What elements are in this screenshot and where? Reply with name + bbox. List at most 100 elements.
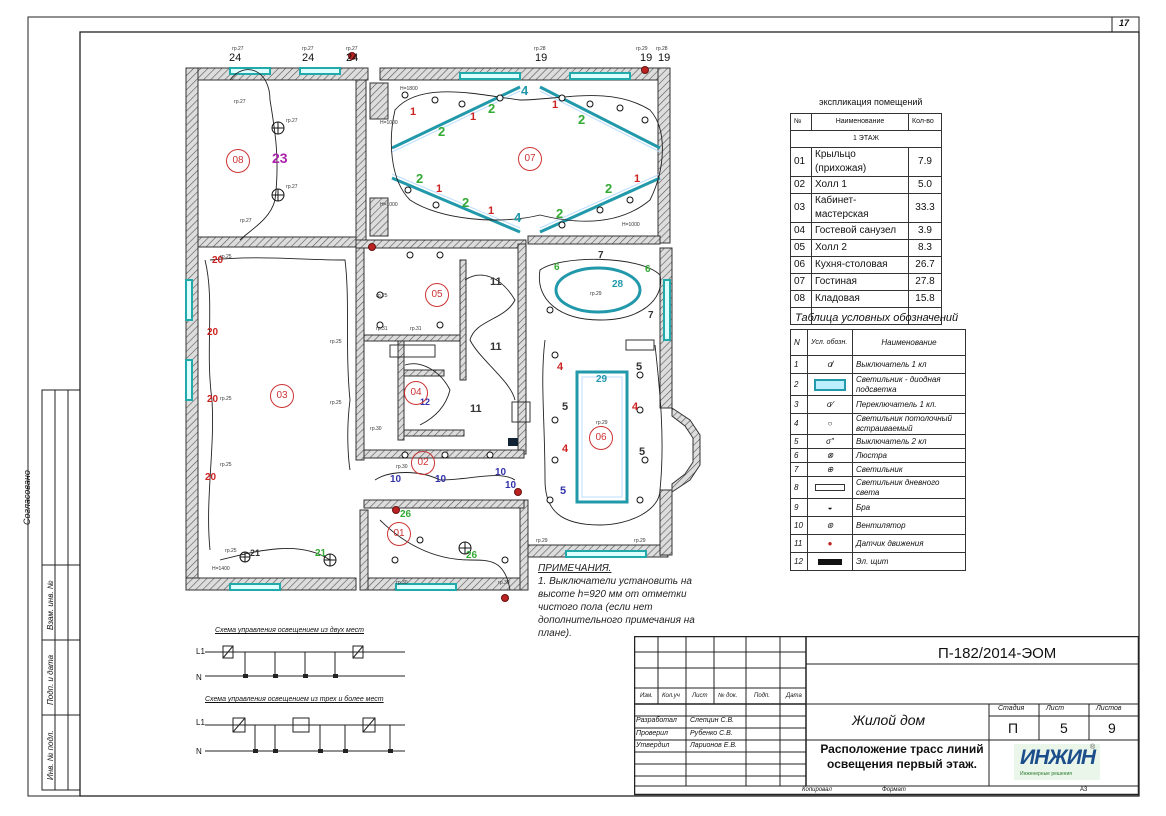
- room-area: 5.0: [908, 176, 942, 194]
- svg-text:7: 7: [648, 310, 654, 321]
- svg-text:гр.30: гр.30: [370, 426, 382, 432]
- sheets-value: 9: [1108, 720, 1116, 736]
- luminaires: [239, 121, 472, 567]
- svg-text:5: 5: [562, 401, 568, 413]
- svg-text:гр.27: гр.27: [234, 99, 246, 105]
- role-name: Рубенко С.В.: [690, 730, 733, 737]
- room-area: 15.8: [908, 290, 942, 308]
- role-label: Утвердил: [636, 742, 670, 749]
- panel-marker: [508, 438, 518, 446]
- svg-text:4: 4: [521, 83, 529, 98]
- svg-text:26: 26: [466, 550, 478, 561]
- col-header: Подп.: [754, 693, 770, 699]
- svg-text:гр.30: гр.30: [396, 464, 408, 470]
- group-label: 19: [640, 52, 653, 64]
- legend-n: 11: [790, 534, 808, 553]
- legend-title: Таблица условных обозначений: [795, 312, 959, 324]
- legend-n: 4: [790, 413, 808, 435]
- legend-n: 2: [790, 373, 808, 396]
- svg-text:2: 2: [438, 124, 445, 139]
- room-name: Кабинет-мастерская: [811, 193, 909, 223]
- sheet-value: 5: [1060, 720, 1068, 736]
- header-cell: Кол-во: [908, 113, 942, 131]
- svg-text:гр.29: гр.29: [536, 538, 548, 544]
- svg-text:2: 2: [416, 171, 423, 186]
- svg-text:10: 10: [505, 480, 517, 491]
- room-num: 01: [790, 147, 812, 177]
- room-area: 8.3: [908, 239, 942, 257]
- kitchen-island-light: [575, 370, 629, 504]
- room-num: 02: [790, 176, 812, 194]
- svg-text:H=1000: H=1000: [380, 202, 398, 208]
- svg-text:гр.27: гр.27: [240, 218, 252, 224]
- svg-text:21: 21: [315, 548, 327, 559]
- sheet-number: 17: [1119, 18, 1130, 28]
- room-area: 33.3: [908, 193, 942, 223]
- sheet-label: Лист: [1046, 705, 1065, 712]
- notes-text: плане).: [538, 628, 572, 639]
- table-row: [790, 307, 942, 325]
- luminaire-icon: ⊕: [807, 462, 853, 477]
- svg-text:гр.27: гр.27: [346, 46, 358, 52]
- room-tag-01: 01: [387, 522, 411, 546]
- chandelier-icon: ⊗: [807, 448, 853, 463]
- group-label: 19: [658, 52, 671, 64]
- left-stamp: [41, 389, 81, 791]
- svg-text:2: 2: [605, 181, 612, 196]
- notes-text: 1. Выключатели установить на: [538, 576, 692, 587]
- drawing-title: Расположение трасс линий освещения первы…: [820, 742, 984, 771]
- room-name: Холл 1: [811, 176, 909, 194]
- svg-text:H=1800: H=1800: [400, 86, 418, 92]
- legend-label: Бра: [852, 498, 966, 517]
- table-row: 7⊕Светильник: [790, 462, 966, 477]
- legend-label: Люстра: [852, 448, 966, 463]
- l1-label: L1: [196, 718, 205, 727]
- legend-label: Светильник: [852, 462, 966, 477]
- room-name: Гостевой санузел: [811, 222, 909, 240]
- room-tag-08: 08: [226, 149, 250, 173]
- svg-text:гр.25: гр.25: [220, 254, 232, 260]
- svg-text:20: 20: [212, 255, 224, 266]
- format-value: A3: [1080, 787, 1088, 793]
- room-num: 08: [790, 290, 812, 308]
- legend-n: 9: [790, 498, 808, 517]
- svg-text:2: 2: [578, 112, 585, 127]
- legend-label: Эл. щит: [852, 552, 966, 571]
- stamp-inv-original: Инв. № подл.: [46, 730, 55, 780]
- role-name: Ларионов Е.В.: [690, 742, 737, 749]
- svg-text:гр.30: гр.30: [498, 580, 510, 586]
- table-row: 9◒Бра: [790, 498, 966, 517]
- svg-text:20: 20: [205, 472, 217, 483]
- notes-text: дополнительного примечания на: [538, 615, 695, 626]
- project-name: Жилой дом: [852, 712, 926, 728]
- role-label: Проверил: [636, 730, 668, 737]
- room-area: 7.9: [908, 147, 942, 177]
- table-row: 4○Светильник потолочный встраиваемый: [790, 413, 966, 435]
- sconce-icon: ◒: [807, 498, 853, 517]
- room-area: 26.7: [908, 256, 942, 274]
- svg-text:гр.25: гр.25: [220, 396, 232, 402]
- legend-n: 10: [790, 516, 808, 535]
- logo-mark: ®: [1090, 744, 1096, 751]
- svg-text:1: 1: [436, 183, 442, 195]
- svg-text:H=1000: H=1000: [380, 120, 398, 126]
- room-name: Холл 2: [811, 239, 909, 257]
- room-tag-03: 03: [270, 384, 294, 408]
- legend-label: Светильник потолочный встраиваемый: [852, 413, 966, 435]
- floor-plan-walls: [185, 67, 701, 591]
- svg-text:1: 1: [470, 111, 476, 123]
- svg-text:H=1400: H=1400: [212, 566, 230, 572]
- legend-n: 1: [790, 355, 808, 374]
- ceiling-light-icon: ○: [807, 413, 853, 435]
- notes-text: чистого пола (если нет: [538, 602, 653, 613]
- svg-text:1: 1: [552, 99, 558, 111]
- svg-text:20: 20: [207, 394, 219, 405]
- scheme-three-title: Схема управления освещением из трех и бо…: [205, 696, 384, 703]
- svg-text:4: 4: [632, 401, 639, 413]
- role-label: Разработал: [636, 717, 677, 724]
- copied-label: Копировал: [802, 787, 832, 793]
